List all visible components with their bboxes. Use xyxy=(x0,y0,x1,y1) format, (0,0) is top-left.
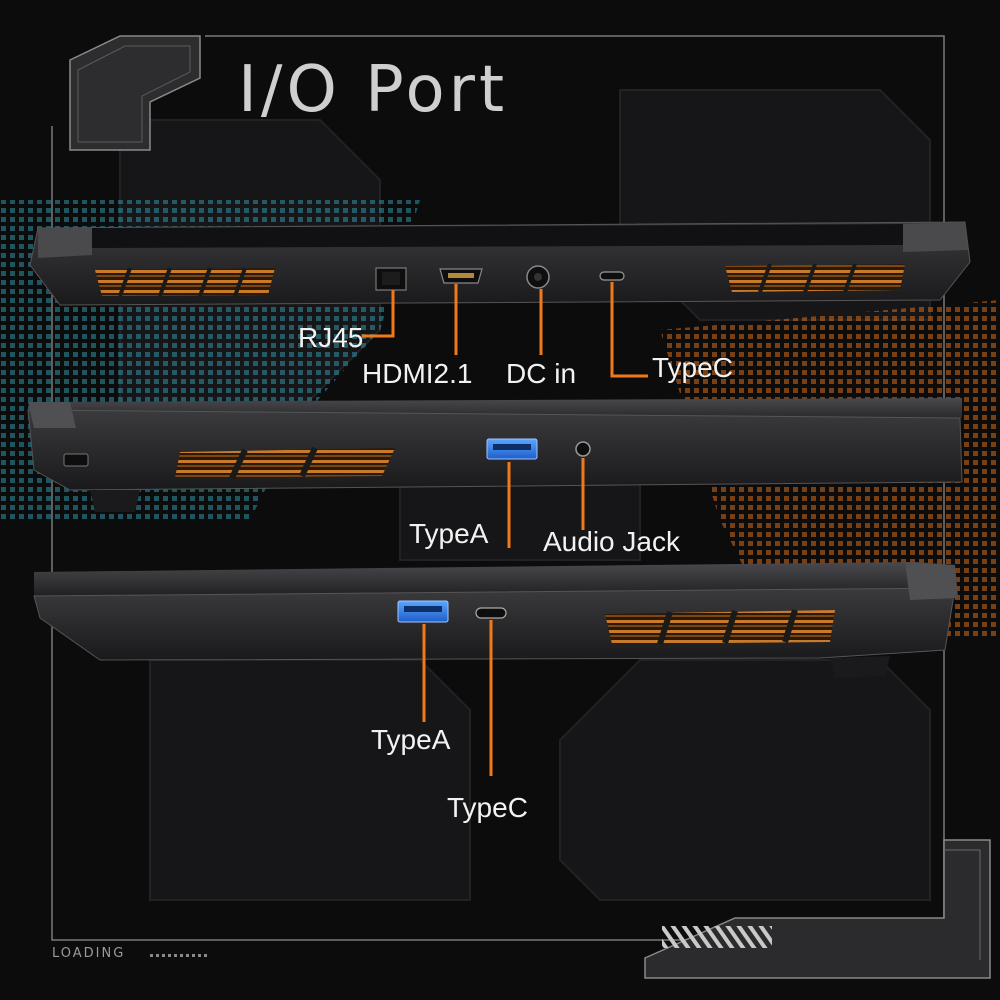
typec-port-right xyxy=(475,607,507,619)
leader-lines xyxy=(362,282,648,776)
dc-in-port xyxy=(526,265,550,289)
page-title: I/O Port xyxy=(238,53,509,127)
corner-tab-bottom-right xyxy=(644,839,991,979)
audio-jack-port xyxy=(575,441,591,457)
rj45-port xyxy=(375,267,407,291)
typec-port-rear xyxy=(599,271,625,281)
label-hdmi: HDMI2.1 xyxy=(362,358,473,389)
label-dc-in: DC in xyxy=(506,358,577,389)
label-typec-rear: TypeC xyxy=(652,352,733,383)
hdmi-port xyxy=(439,268,483,284)
rear-vent-left xyxy=(95,268,275,296)
loading-text: LOADING xyxy=(52,946,126,961)
leader-typec-rear xyxy=(610,282,648,378)
loading-dots xyxy=(150,954,207,957)
laptop-rear-view xyxy=(29,221,971,306)
label-audio-jack: Audio Jack xyxy=(543,526,680,557)
left-vent xyxy=(175,448,395,478)
kensington-lock-slot xyxy=(63,453,89,467)
leader-rj45 xyxy=(362,290,395,338)
laptop-right-view xyxy=(33,562,958,678)
rear-vent-right xyxy=(725,264,905,292)
label-typea-left: TypeA xyxy=(409,518,489,549)
typea-port-right xyxy=(397,600,449,623)
label-typec-right: TypeC xyxy=(447,792,528,823)
right-vent xyxy=(605,610,835,644)
label-rj45: RJ45 xyxy=(298,322,364,353)
label-typea-right: TypeA xyxy=(371,724,451,755)
laptop-left-view xyxy=(27,398,963,512)
typea-port-left xyxy=(486,438,538,460)
corner-tab-top-left xyxy=(69,35,201,151)
